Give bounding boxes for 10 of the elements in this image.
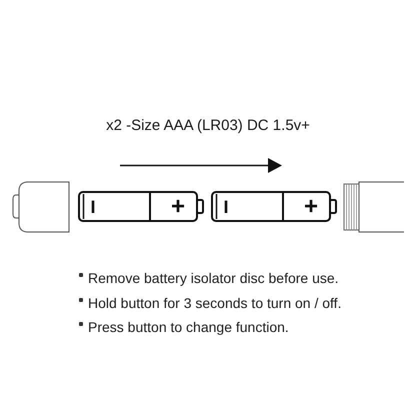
instruction-text: Hold button for 3 seconds to turn on / off. [88,294,342,312]
polarity-sign: I [90,198,96,216]
polarity-sign: I [224,198,228,216]
battery [78,191,204,222]
polarity-sign: + [304,194,318,218]
battery [211,191,337,222]
instruction-text: Press button to change function. [88,318,289,337]
title: x2 -Size AAA (LR03) DC 1.5v+ [106,117,310,135]
polarity-sign: + [171,194,185,218]
instruction-text: Remove battery isolator disc before use. [88,269,339,288]
